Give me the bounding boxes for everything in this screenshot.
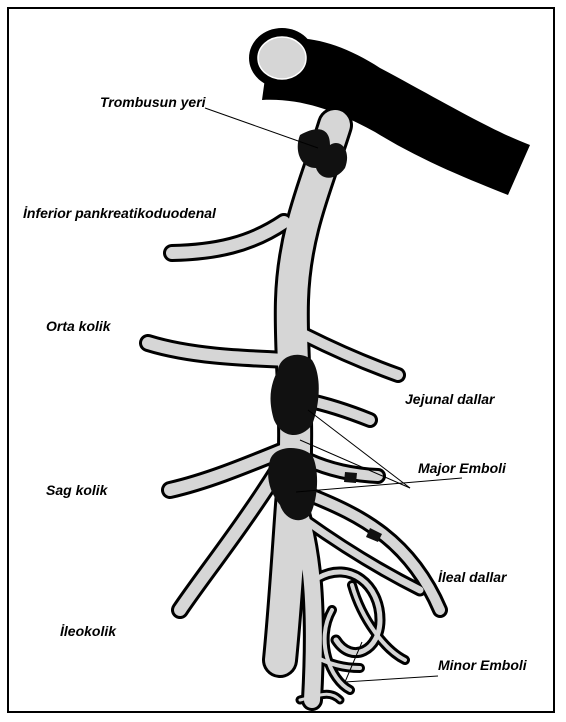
label-minor-emboli: Minor Emboli [438, 657, 528, 673]
minor-embolus-jejunal [344, 472, 357, 483]
label-major-emboli: Major Emboli [418, 460, 507, 476]
label-thrombus-site: Trombusun yeri [100, 94, 207, 110]
label-inferior-pancreaticoduodenal: İnferior pankreatikoduodenal [23, 205, 217, 221]
label-jejunal-branches: Jejunal dallar [405, 391, 496, 407]
label-right-colic: Sag kolik [46, 482, 109, 498]
label-middle-colic: Orta kolik [46, 318, 112, 334]
aorta [249, 28, 530, 195]
label-ileocolic: İleokolik [60, 623, 117, 639]
leader-thrombus [205, 108, 318, 148]
label-ileal-branches: İleal dallar [438, 569, 508, 585]
